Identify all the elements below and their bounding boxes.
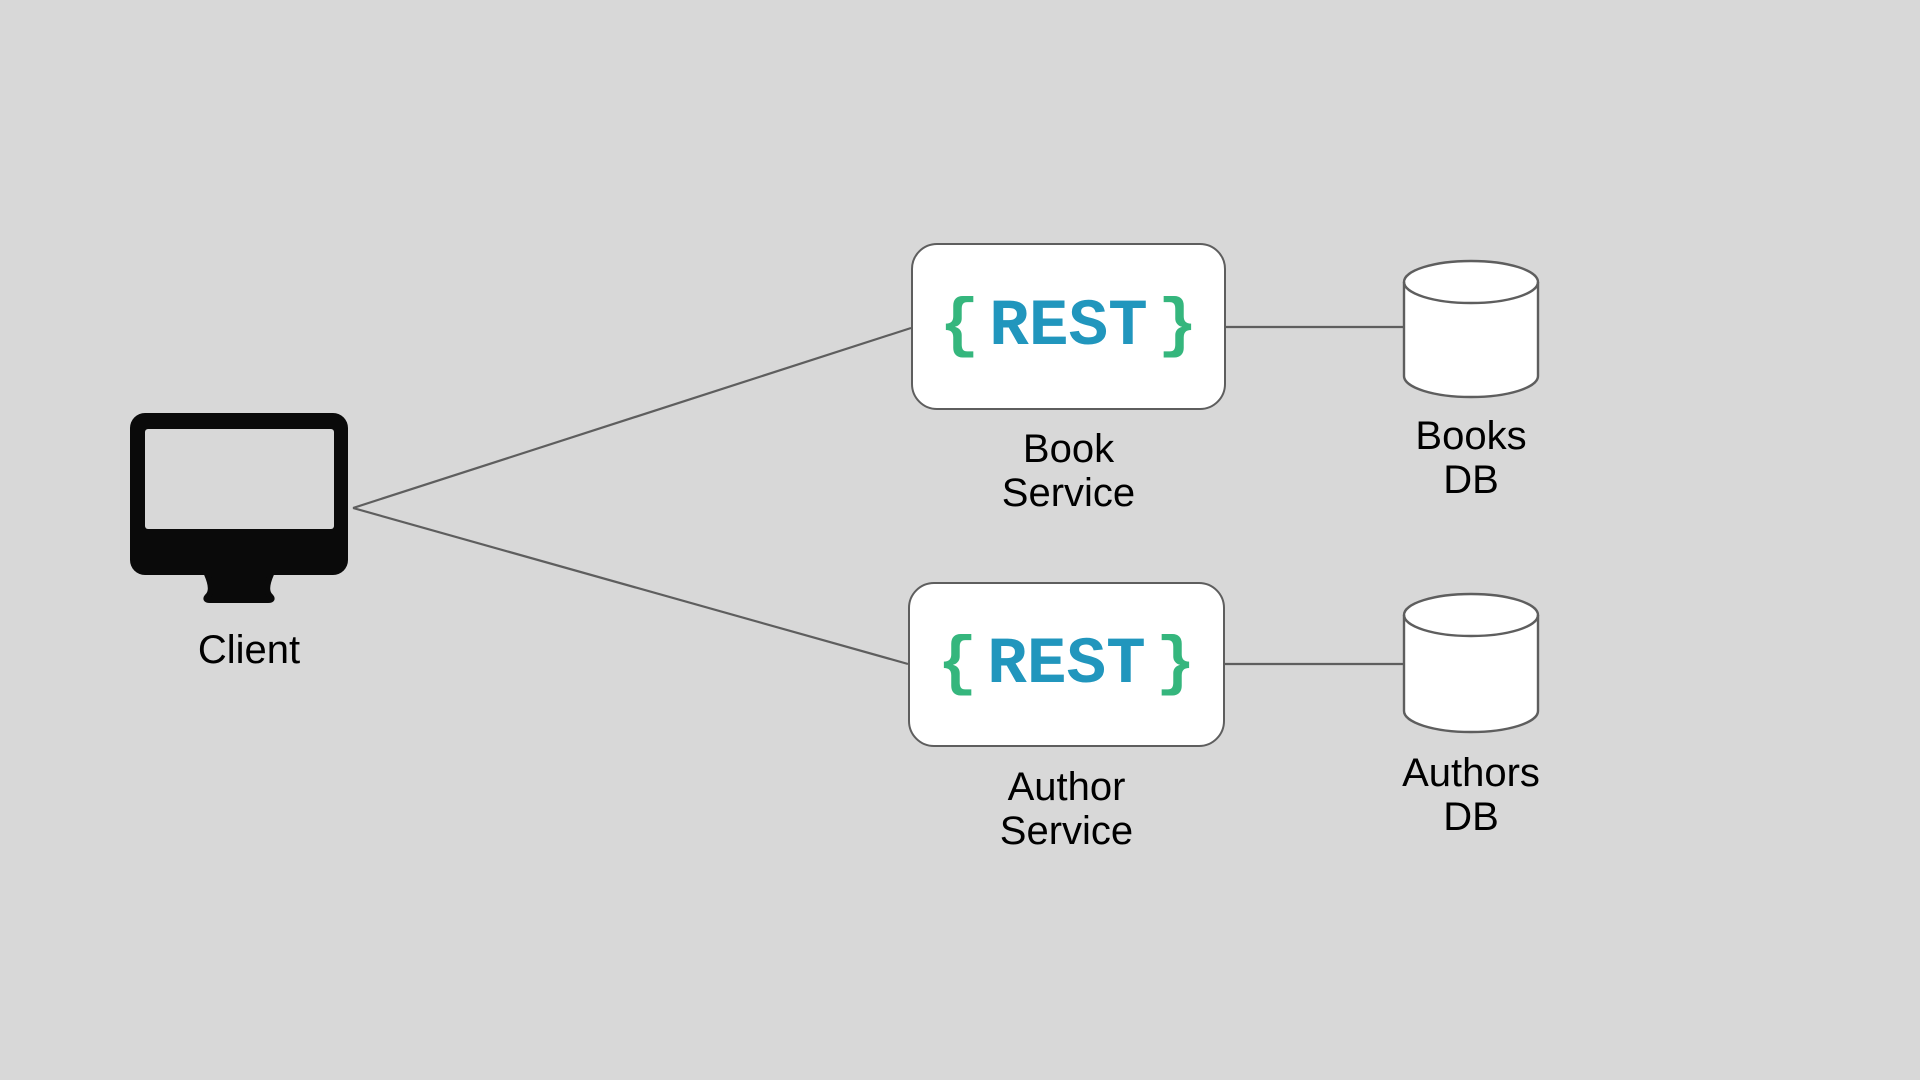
authors-db-label-line1: Authors xyxy=(1402,751,1540,795)
rest-logo: {REST} xyxy=(938,631,1196,698)
author-service-label-line2: Service xyxy=(999,809,1134,853)
book-service-label: Book Service xyxy=(911,427,1226,515)
authors-db-label: Authors DB xyxy=(1371,751,1571,839)
rest-logo-text: REST xyxy=(989,288,1148,364)
books-db-label: Books DB xyxy=(1371,414,1571,502)
desktop-monitor-icon xyxy=(130,413,348,603)
book-service-label-line1: Book xyxy=(1022,427,1115,471)
books-db-label-line2: DB xyxy=(1443,458,1499,502)
monitor-screen xyxy=(145,429,334,529)
books-db-label-line1: Books xyxy=(1415,414,1527,458)
rest-logo: {REST} xyxy=(940,293,1198,360)
close-brace-icon: } xyxy=(1155,626,1196,702)
author-service-label-line1: Author xyxy=(1007,765,1126,809)
books-db-cylinder-icon xyxy=(1402,259,1540,399)
authors-db-label-line2: DB xyxy=(1443,795,1499,839)
authors-db-cylinder-icon xyxy=(1402,592,1540,734)
rest-logo-text: REST xyxy=(987,626,1146,702)
author-service-label: Author Service xyxy=(908,765,1225,853)
book-service-node: {REST} xyxy=(911,243,1226,410)
book-service-label-line2: Service xyxy=(1001,471,1136,515)
author-service-node: {REST} xyxy=(908,582,1225,747)
edge-client-to-author-service xyxy=(352,506,909,666)
edge-client-to-book-service xyxy=(352,326,912,510)
client-label: Client xyxy=(197,628,301,672)
open-brace-icon: { xyxy=(937,626,978,702)
close-brace-icon: } xyxy=(1157,288,1198,364)
open-brace-icon: { xyxy=(939,288,980,364)
monitor-stand xyxy=(203,571,275,603)
